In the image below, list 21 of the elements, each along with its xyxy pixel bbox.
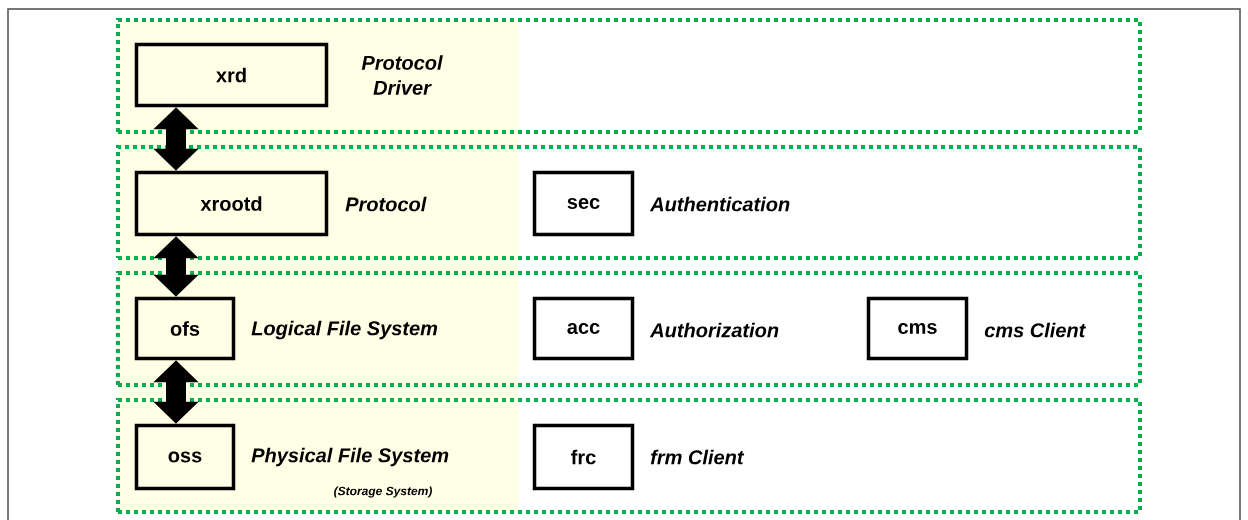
layer-label: Authentication bbox=[649, 196, 790, 212]
module-box: oss bbox=[134, 423, 236, 491]
layer-label: Protocol Driver bbox=[361, 55, 443, 95]
layer-label: Authorization bbox=[649, 322, 779, 338]
layer-label: frm Client bbox=[650, 449, 745, 465]
layer-band bbox=[116, 18, 1142, 134]
layer-label: cms Client bbox=[984, 322, 1086, 338]
module-box: xrootd bbox=[134, 170, 329, 237]
layer-label: Logical File System bbox=[251, 320, 438, 340]
module-box: xrd bbox=[134, 42, 329, 108]
module-box: acc bbox=[532, 296, 635, 361]
module-box: ofs bbox=[134, 296, 236, 361]
layer-band bbox=[116, 145, 1142, 260]
module-box: sec bbox=[532, 170, 635, 237]
module-box: frc bbox=[532, 423, 635, 491]
note-text: (Storage System) bbox=[334, 486, 432, 498]
layer-label: Protocol bbox=[345, 196, 427, 212]
layer-band bbox=[116, 271, 1142, 387]
module-box: cms bbox=[866, 296, 969, 361]
layer-label: Physical File System bbox=[251, 447, 449, 467]
layer-band bbox=[116, 398, 1142, 514]
